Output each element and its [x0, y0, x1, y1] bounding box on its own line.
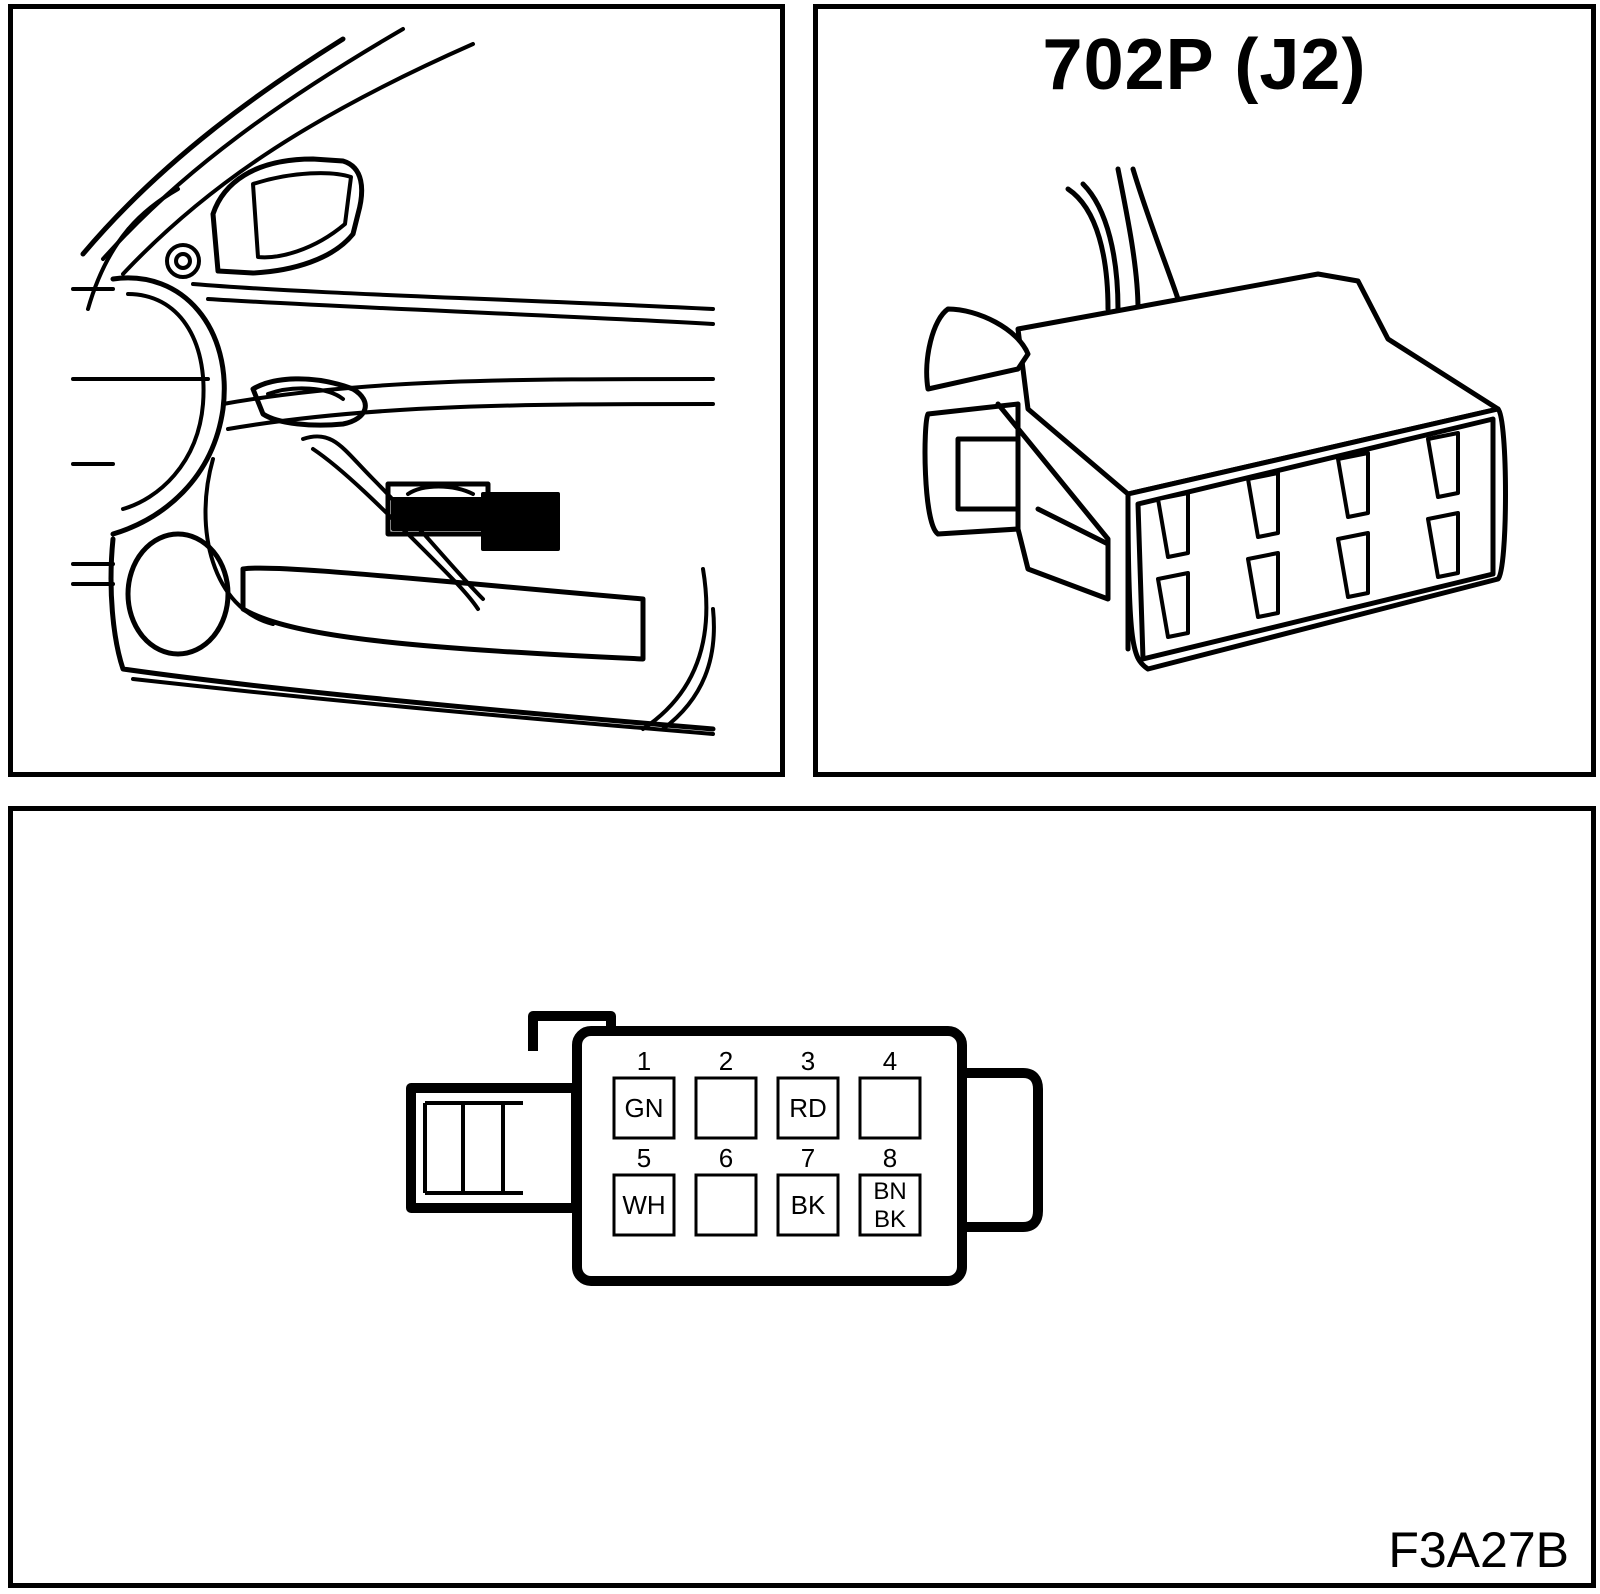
connector-latch-outline: [406, 1083, 581, 1213]
pin-cavity-1: [612, 1076, 676, 1140]
pin-number-8: 8: [883, 1143, 897, 1173]
door-illustration: [71, 27, 716, 736]
pin-3-wire-color: RD: [789, 1093, 827, 1123]
pin-cavity-4: [858, 1076, 922, 1140]
figure-id: F3A27B: [1388, 1522, 1569, 1578]
connector-title: 702P (J2): [1042, 25, 1367, 105]
pin-number-4: 4: [883, 1046, 897, 1076]
connector-view-panel: 702P (J2): [813, 4, 1596, 777]
pin-number-5: 5: [637, 1143, 651, 1173]
pin-cavity-2: [694, 1076, 758, 1140]
pin-number-3: 3: [801, 1046, 815, 1076]
pin-number-7: 7: [801, 1143, 815, 1173]
pin-8-wire-color-2: BK: [874, 1206, 906, 1233]
pin-8-wire-color-1: BN: [873, 1178, 906, 1205]
connector-housing-outline: [572, 1026, 967, 1286]
pin-cavity-8: [858, 1173, 922, 1237]
pin-1-wire-color: GN: [625, 1093, 664, 1123]
pin-7-wire-color: BK: [791, 1190, 826, 1220]
pin-cavity-3: [776, 1076, 840, 1140]
pin-cavity-7: [776, 1173, 840, 1237]
door-location-panel: [8, 4, 785, 777]
connector-illustration: [922, 166, 1508, 672]
pin-cavity-5: [612, 1173, 676, 1237]
pin-5-wire-color: WH: [622, 1190, 665, 1220]
pin-cavity-6: [694, 1173, 758, 1237]
pin-number-6: 6: [719, 1143, 733, 1173]
pin-number-1: 1: [637, 1046, 651, 1076]
pin-number-2: 2: [719, 1046, 733, 1076]
